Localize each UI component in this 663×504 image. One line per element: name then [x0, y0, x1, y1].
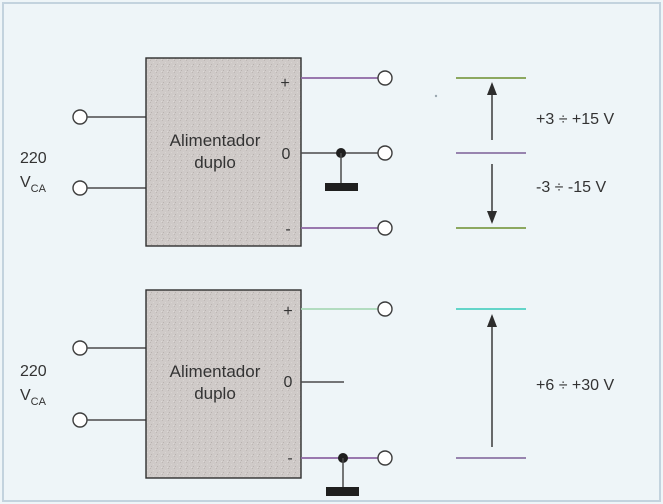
terminal-zero-sign: 0	[282, 146, 291, 163]
range-label-negative: -3 ÷ -15 V	[536, 179, 606, 196]
arrow-up-head-icon	[487, 82, 497, 95]
range-label-total: +6 ÷ +30 V	[536, 377, 615, 394]
arrow-down-head-icon	[487, 211, 497, 224]
print-speck	[434, 94, 438, 98]
terminal-positive-sign: +	[283, 303, 292, 320]
terminal-zero-sign: 0	[284, 374, 293, 391]
box-label-line2: duplo	[194, 384, 236, 403]
output-terminal-negative	[377, 450, 393, 466]
power-supply-box	[145, 289, 302, 479]
output-terminal-positive	[377, 70, 393, 86]
output-terminal-positive	[377, 301, 393, 317]
terminal-negative-sign: -	[285, 221, 290, 238]
input-voltage-value: 220	[20, 363, 47, 380]
input-voltage-unit: VCA	[20, 174, 47, 195]
input-voltage-unit: VCA	[20, 387, 47, 408]
panel-top: 220 VCA Alimentador duplo + 0 -	[20, 57, 615, 247]
box-label-line1: Alimentador	[170, 131, 261, 150]
input-terminal-a	[72, 109, 88, 125]
input-voltage-value: 220	[20, 150, 47, 167]
power-supply-box	[145, 57, 302, 247]
range-label-positive: +3 ÷ +15 V	[536, 111, 615, 128]
panel-bottom: 220 VCA Alimentador duplo + 0 -	[20, 289, 615, 496]
terminal-positive-sign: +	[280, 75, 289, 92]
input-terminal-b	[72, 412, 88, 428]
input-terminal-b	[72, 180, 88, 196]
ground-icon	[325, 183, 358, 191]
box-label-line1: Alimentador	[170, 362, 261, 381]
box-label-line2: duplo	[194, 153, 236, 172]
input-terminal-a	[72, 340, 88, 356]
ground-icon	[326, 487, 359, 496]
output-terminal-zero	[377, 145, 393, 161]
terminal-negative-sign: -	[287, 450, 292, 467]
arrow-up-head-icon	[487, 314, 497, 327]
output-terminal-negative	[377, 220, 393, 236]
